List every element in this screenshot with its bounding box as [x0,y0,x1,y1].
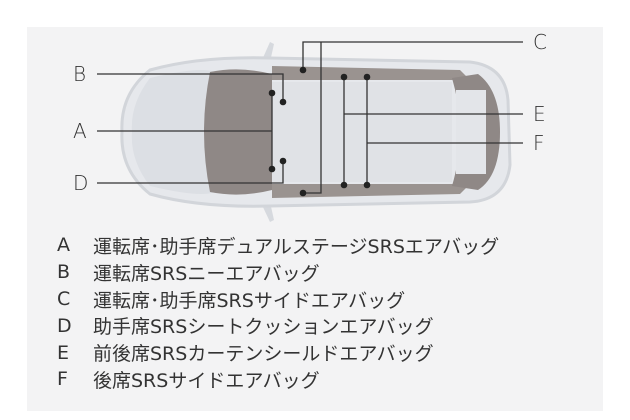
legend-text: 前後席SRSカーテンシールドエアバッグ [93,343,434,366]
legend-item: F 後席SRSサイドエアバッグ [57,366,499,393]
legend-item: A 運転席･助手席デュアルステージSRSエアバッグ [57,232,499,259]
callout-label-e: E [533,102,546,126]
legend-key: B [57,261,71,284]
legend-text: 助手席SRSシートクッションエアバッグ [93,316,434,339]
callout-label-d: D [73,171,89,195]
legend-text: 運転席･助手席デュアルステージSRSエアバッグ [93,235,500,258]
legend-text: 運転席SRSニーエアバッグ [93,262,320,285]
legend-item: B 運転席SRSニーエアバッグ [57,259,499,286]
legend-item: D 助手席SRSシートクッションエアバッグ [57,312,499,339]
callout-lines [97,41,523,194]
legend-key: C [57,287,71,310]
legend-item: C 運転席･助手席SRSサイドエアバッグ [57,286,499,313]
car-top-view [120,42,512,222]
legend-text: 運転席･助手席SRSサイドエアバッグ [93,289,406,312]
callout-label-f: F [533,131,545,155]
legend-text: 後席SRSサイドエアバッグ [93,369,320,392]
legend-key: D [57,314,72,337]
legend-key: E [57,341,70,364]
legend-item: E 前後席SRSカーテンシールドエアバッグ [57,339,499,366]
callout-label-c: C [533,30,547,54]
legend-key: A [57,234,70,257]
callout-label-a: A [73,119,87,143]
airbag-points [268,66,371,197]
legend-key: F [57,368,68,391]
callout-label-b: B [73,62,87,86]
